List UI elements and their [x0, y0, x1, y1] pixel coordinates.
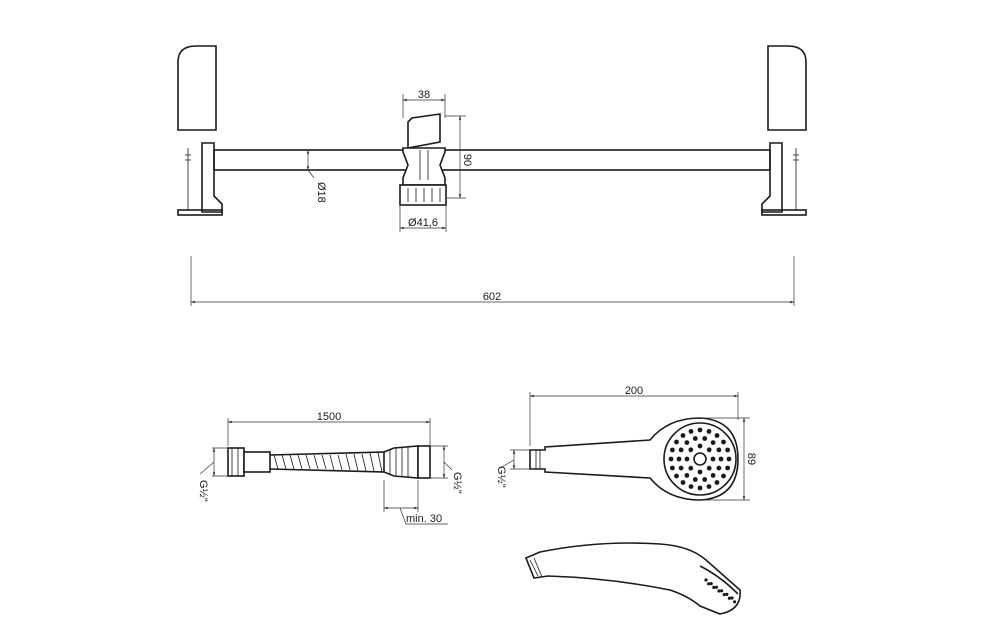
dim-rail-length: 602 [483, 291, 501, 303]
nozzle-dot [684, 473, 690, 478]
nozzle-dot [706, 447, 712, 453]
nozzle-dot [702, 436, 708, 441]
nozzle-dot [706, 484, 712, 489]
dim-bracket-height: 90 [461, 154, 473, 166]
side-nozzle-dot [725, 592, 729, 597]
nozzle-dot [688, 429, 694, 434]
nozzle-dot [670, 447, 675, 453]
left-wall-mount [177, 142, 223, 216]
nozzle-dot [718, 456, 724, 462]
spray-nozzles [668, 427, 732, 491]
dim-hose-thread-left: G½" [197, 480, 209, 502]
nozzle-dot [725, 447, 730, 453]
nozzle-dot [668, 456, 674, 462]
rail-tube [213, 149, 771, 171]
nozzle-dot [706, 429, 712, 434]
nozzle-dot [674, 473, 679, 479]
side-nozzle-dot [733, 600, 737, 604]
nozzle-dot [684, 456, 690, 462]
side-spray-nozzles [704, 578, 737, 604]
side-nozzle-dot [722, 593, 726, 597]
dim-hose-thread-right: G½" [451, 472, 463, 494]
shower-hose: 1500 G½" G½" min. 30 [197, 411, 463, 525]
side-nozzle-dot [720, 589, 724, 593]
dim-handshower-length: 200 [625, 385, 643, 397]
nozzle-dot [716, 465, 722, 471]
hand-shower: 200 89 G½" [495, 385, 757, 615]
nozzle-dot [697, 427, 703, 433]
nozzle-dot [688, 465, 694, 471]
dim-holder-diameter: Ø41,6 [408, 217, 438, 229]
nozzle-dot [710, 440, 716, 445]
slider-holder [399, 113, 447, 206]
nozzle-dot [714, 480, 720, 485]
slide-rail-assembly: 38 90 Ø18 Ø41,6 602 [177, 45, 807, 306]
nozzle-dot [684, 440, 690, 445]
nozzle-dot [710, 473, 716, 478]
side-nozzle-dot [709, 582, 713, 586]
side-nozzle-dot [704, 578, 708, 582]
dim-rail-diameter: Ø18 [315, 182, 327, 203]
nozzle-dot [688, 484, 694, 489]
nozzle-dot [678, 465, 684, 471]
nozzle-dot [721, 473, 726, 479]
nozzle-dot [706, 465, 712, 471]
nozzle-dot [680, 480, 686, 485]
left-end-cap [177, 45, 217, 131]
dim-handshower-thread: G½" [495, 466, 507, 488]
side-nozzle-dot [714, 585, 719, 589]
nozzle-dot [697, 485, 703, 491]
side-nozzle-dot [707, 582, 711, 586]
right-wall-mount [761, 142, 807, 216]
handshower-side-view [524, 542, 741, 615]
nozzle-dot [676, 456, 682, 462]
nozzle-dot [697, 469, 703, 475]
nozzle-dot [680, 433, 686, 438]
side-nozzle-dot [727, 596, 732, 600]
nozzle-dot [678, 447, 684, 453]
side-nozzle-dot [730, 596, 734, 600]
nozzle-dot [692, 477, 698, 482]
side-nozzle-dot [717, 589, 721, 593]
nozzle-dot [726, 456, 732, 462]
nozzle-dot [688, 447, 694, 453]
dim-handshower-width: 89 [745, 453, 757, 465]
nozzle-dot [702, 477, 708, 482]
nozzle-dot [697, 443, 703, 449]
dim-hose-min: min. 30 [406, 513, 442, 525]
right-end-cap [767, 45, 807, 131]
nozzle-dot [725, 465, 730, 471]
nozzle-dot [674, 439, 679, 445]
dim-bracket-width: 38 [418, 89, 430, 101]
nozzle-dot [670, 465, 675, 471]
nozzle-dot [714, 433, 720, 438]
nozzle-dot [716, 447, 722, 453]
dim-hose-length: 1500 [317, 411, 341, 423]
nozzle-dot [692, 436, 698, 441]
handshower-top-view [529, 417, 739, 501]
nozzle-dot [721, 439, 726, 445]
side-nozzle-dot [712, 585, 716, 590]
nozzle-dot [710, 456, 716, 462]
